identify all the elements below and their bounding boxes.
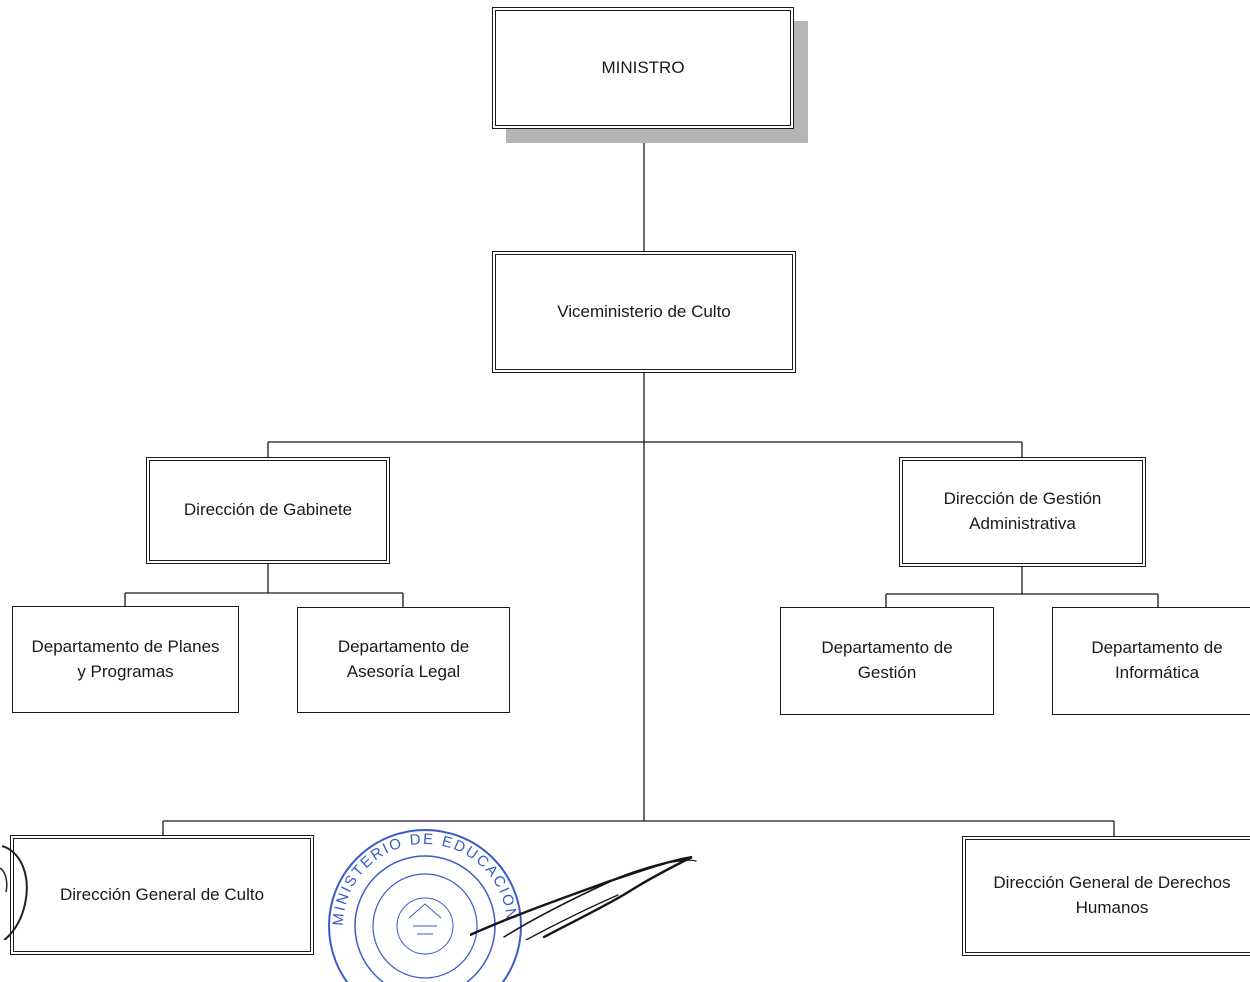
official-seal: MINISTERIO DE EDUCACION Y CIENCIAS · REP…: [325, 822, 522, 982]
box-dept-it: Departamento de Informática: [1052, 607, 1250, 715]
box-admin-direction: Dirección de Gestión Administrativa: [899, 457, 1146, 567]
box-dg-human-rights: Dirección General de Derechos Humanos: [962, 836, 1250, 956]
box-dept-management: Departamento de Gestión: [780, 607, 994, 715]
admin-direction-label: Dirección de Gestión Administrativa: [943, 489, 1102, 533]
dg-worship-label: Dirección General de Culto: [59, 884, 265, 904]
box-dept-plans: Departamento de Planes y Programas: [12, 606, 239, 713]
handwritten-signature: [470, 855, 697, 940]
box-dept-legal: Departamento de Asesoría Legal: [297, 607, 510, 713]
box-minister: MINISTRO: [492, 7, 794, 129]
box-cabinet-direction: Dirección de Gabinete: [146, 457, 390, 564]
dept-plans-label: Departamento de Planes y Programas: [31, 636, 220, 681]
connector-lines: [124, 127, 1159, 837]
cabinet-direction-label: Dirección de Gabinete: [183, 500, 353, 520]
dept-management-label: Departamento de Gestión: [821, 638, 953, 682]
dept-legal-label: Departamento de Asesoría Legal: [337, 637, 470, 681]
dg-human-rights-label: Dirección General de Derechos Humanos: [993, 873, 1231, 917]
dept-it-label: Departamento de Informática: [1091, 638, 1223, 682]
box-dg-worship: Dirección General de Culto: [10, 835, 314, 955]
minister-label: MINISTRO: [601, 57, 685, 77]
box-vice-ministry: Viceministerio de Culto: [492, 251, 796, 373]
signature-fragment-left: [0, 845, 28, 940]
vice-ministry-label: Viceministerio de Culto: [557, 301, 731, 321]
